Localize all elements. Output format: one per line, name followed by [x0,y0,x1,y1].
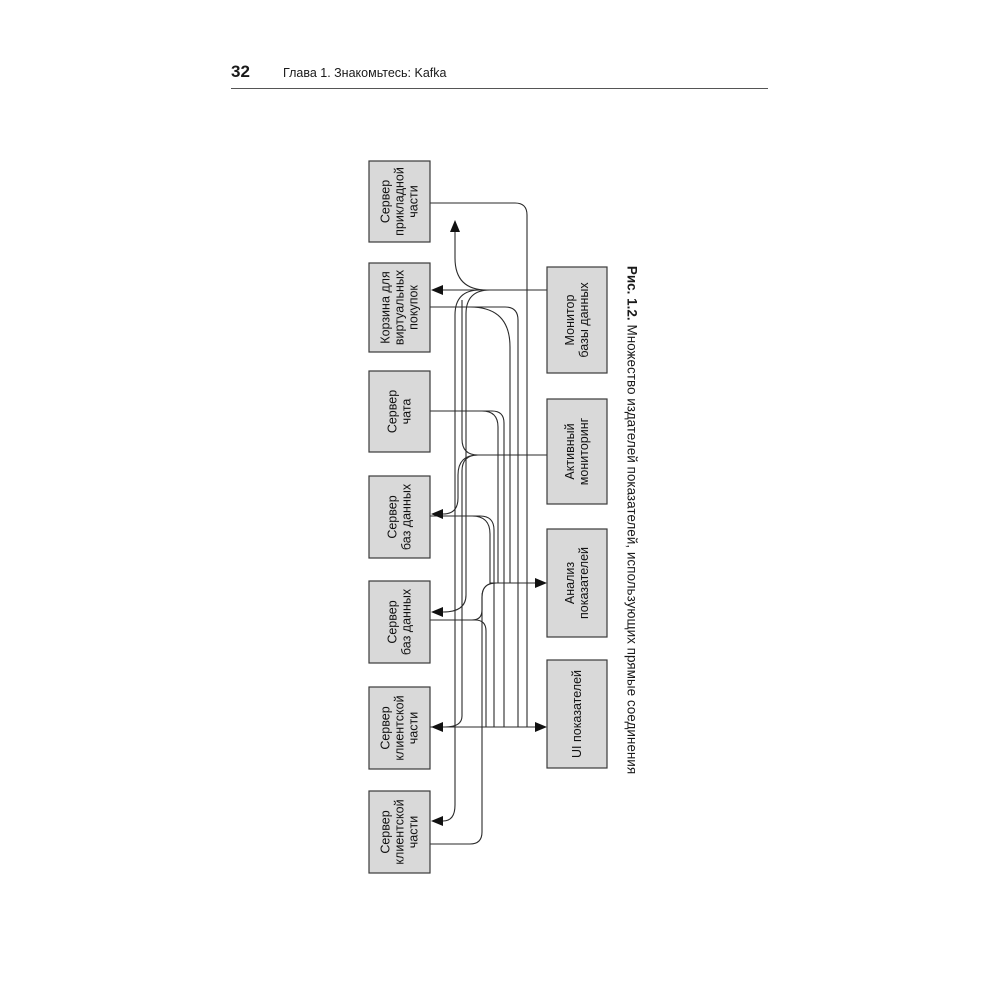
source-node-label: Сервер [379,180,393,223]
target-node-label: мониторинг [577,417,591,485]
connection-line [430,410,540,728]
connection-line [430,582,538,845]
target-node-box [546,266,608,374]
arrowhead [431,816,443,826]
source-node-box [368,580,431,664]
target-node-box [546,528,608,638]
source-node-label: чата [400,399,414,425]
arrowhead [431,509,443,519]
source-node-box [368,475,431,559]
source-node-label: покупок [407,285,421,330]
page-number: 32 [231,62,250,81]
connection-line [442,454,547,515]
target-node-box [546,659,608,769]
connection-line [462,306,538,584]
connection-line [430,515,538,584]
caption-label: Рис. 1.2. [624,265,640,321]
source-node-label: клиентской [393,799,407,864]
connection-line [430,202,540,728]
source-node-label: Сервер [386,600,400,643]
source-node-label: виртуальных [393,269,407,345]
source-node-box [368,370,431,453]
source-node-label: баз данных [400,483,414,550]
figure-caption: Рис. 1.2. Множество издателей показателе… [625,266,640,774]
arrowheads [431,220,547,826]
connection-line [454,232,547,291]
source-node-label: Корзина для [379,271,393,343]
connection-line [430,306,540,728]
target-node-label: Активный [563,423,577,479]
target-node: UI показателей [546,659,608,769]
header-rule [231,88,768,89]
source-node-box [368,686,431,770]
source-node-label: части [407,712,421,744]
source-node-box [368,262,431,353]
connection-line [444,454,547,728]
source-node-label: баз данных [400,588,414,655]
running-head: Глава 1. Знакомьтесь: Kafka [283,66,447,80]
connection-line [430,410,538,584]
connection-lines [430,202,547,845]
source-node-box [368,160,431,243]
arrowhead [431,607,443,617]
arrowhead [535,578,547,588]
arrowhead [535,722,547,732]
source-node-label: клиентской [393,695,407,760]
connection-line [430,619,540,728]
source-node-label: Сервер [379,810,393,853]
target-node-label: базы данных [577,282,591,358]
source-node-label: части [407,185,421,217]
source-node-box [368,790,431,874]
target-node-label: UI показателей [570,670,584,758]
caption-text: Множество издателей показателей, использ… [624,324,640,775]
target-node-label: Анализ [563,562,577,604]
source-node-label: прикладной [393,167,407,236]
arrowhead [450,220,460,232]
arrowhead [431,722,443,732]
arrowhead [431,285,443,295]
source-node-label: Сервер [386,390,400,433]
connection-line [442,289,547,613]
target-node-box [546,398,608,505]
connection-line [442,289,547,822]
source-node-label: Сервер [386,495,400,538]
target-node-label: показателей [577,547,591,619]
source-node-label: Сервер [379,706,393,749]
source-node-label: части [407,816,421,848]
connection-line [430,515,540,728]
target-node-label: Монитор [563,295,577,346]
